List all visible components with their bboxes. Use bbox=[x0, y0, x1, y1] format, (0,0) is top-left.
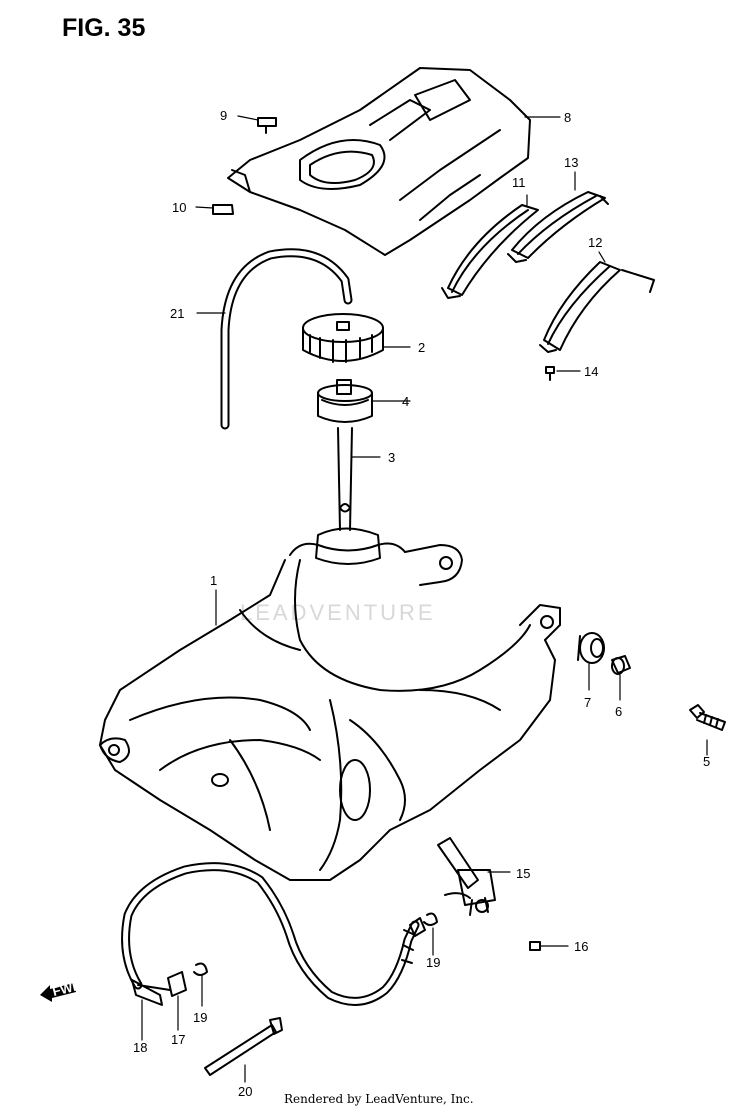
band-part-12 bbox=[539, 261, 655, 353]
callout-8: 8 bbox=[564, 110, 571, 125]
callout-14: 14 bbox=[584, 364, 598, 379]
callout-20: 20 bbox=[238, 1084, 252, 1099]
strainer-part-3 bbox=[337, 427, 353, 531]
callout-19b: 19 bbox=[426, 955, 440, 970]
callout-2: 2 bbox=[418, 340, 425, 355]
callout-21: 21 bbox=[170, 306, 184, 321]
callout-6: 6 bbox=[615, 704, 622, 719]
screw-part-14 bbox=[545, 366, 555, 381]
callout-7: 7 bbox=[584, 695, 591, 710]
screw-part-16 bbox=[529, 941, 541, 951]
figure-title: FIG. 35 bbox=[62, 14, 146, 42]
callout-3: 3 bbox=[388, 450, 395, 465]
callout-17: 17 bbox=[171, 1032, 185, 1047]
callout-1: 1 bbox=[210, 573, 217, 588]
leader-lines bbox=[141, 115, 708, 1083]
nut-part-10 bbox=[212, 204, 234, 215]
callout-11: 11 bbox=[512, 175, 526, 190]
bolt-part-5 bbox=[689, 704, 726, 731]
callout-5: 5 bbox=[703, 754, 710, 769]
callout-9: 9 bbox=[220, 108, 227, 123]
filter-part-4 bbox=[317, 379, 373, 423]
callout-18: 18 bbox=[133, 1040, 147, 1055]
bolt-part-9 bbox=[257, 117, 277, 134]
band-part-11 bbox=[441, 204, 539, 299]
callout-15: 15 bbox=[516, 866, 530, 881]
callout-13: 13 bbox=[564, 155, 578, 170]
clamp-part-19a bbox=[193, 962, 208, 976]
hose-part-20 bbox=[204, 1017, 283, 1076]
callout-4: 4 bbox=[402, 394, 409, 409]
fuel-cock-part-15 bbox=[437, 837, 496, 916]
collar-part-6 bbox=[611, 655, 631, 675]
fuel-tank-part-1 bbox=[99, 527, 561, 881]
watermark: LEADVENTURE bbox=[240, 600, 436, 625]
damper-part-7 bbox=[577, 632, 605, 664]
joint-part-17 bbox=[167, 971, 187, 997]
clamp-part-19b bbox=[409, 912, 438, 937]
credit-footer: Rendered by LeadVenture, Inc. bbox=[284, 1092, 474, 1106]
forward-arrow-icon: FWD bbox=[38, 977, 83, 1002]
tank-cover-part bbox=[227, 67, 531, 256]
callout-10: 10 bbox=[172, 200, 186, 215]
fuel-cap-part-2 bbox=[302, 313, 384, 363]
fwd-label: FWD bbox=[51, 980, 78, 999]
band-part-13 bbox=[507, 191, 609, 263]
callout-12: 12 bbox=[588, 235, 602, 250]
callout-16: 16 bbox=[574, 939, 588, 954]
callout-19a: 19 bbox=[193, 1010, 207, 1025]
